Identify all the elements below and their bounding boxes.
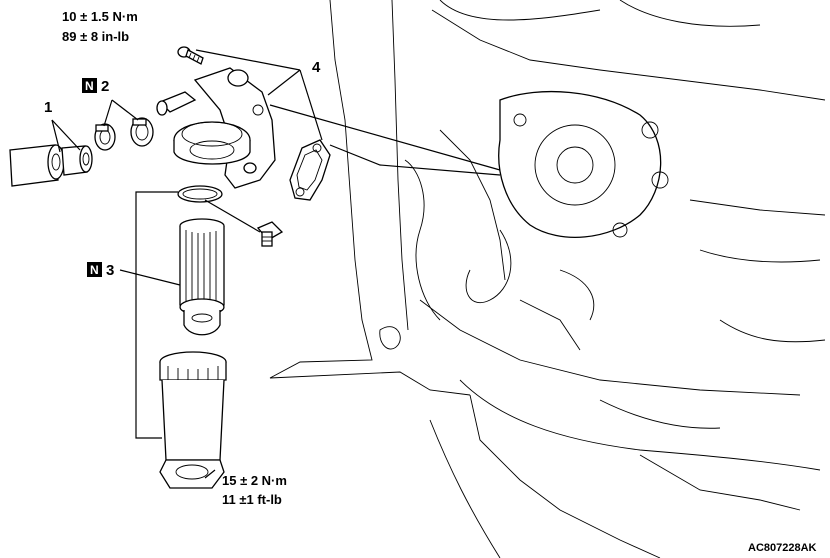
badge-item-2-letter: N [85, 79, 94, 93]
leader-lines [51, 49, 501, 479]
badge-item-2 [82, 78, 97, 93]
badge-item-3 [87, 262, 102, 277]
badge-item-3-letter: N [90, 263, 99, 277]
torque-lower-line2: 11 ±1 ft-lb [222, 492, 282, 507]
filter-element [179, 218, 225, 336]
reference-code: AC807228AK [748, 542, 817, 554]
o-ring [177, 185, 223, 203]
filter-cap [159, 351, 227, 489]
mounting-bolt [177, 46, 204, 65]
filter-housing-bracket [156, 67, 276, 189]
hose-clamps [94, 117, 154, 151]
torque-upper-line1: 10 ± 1.5 N·m [62, 9, 138, 24]
gasket [289, 139, 331, 201]
oil-cooler-hose [9, 144, 93, 187]
callout-3: 3 [106, 262, 114, 279]
callout-4: 4 [312, 59, 321, 76]
engine-assembly [269, 0, 826, 558]
callout-1: 1 [44, 99, 52, 116]
drain-plug [256, 221, 284, 247]
torque-upper-line2: 89 ± 8 in-lb [62, 29, 129, 44]
torque-lower-line1: 15 ± 2 N·m [222, 473, 287, 488]
callout-2: 2 [101, 78, 109, 95]
